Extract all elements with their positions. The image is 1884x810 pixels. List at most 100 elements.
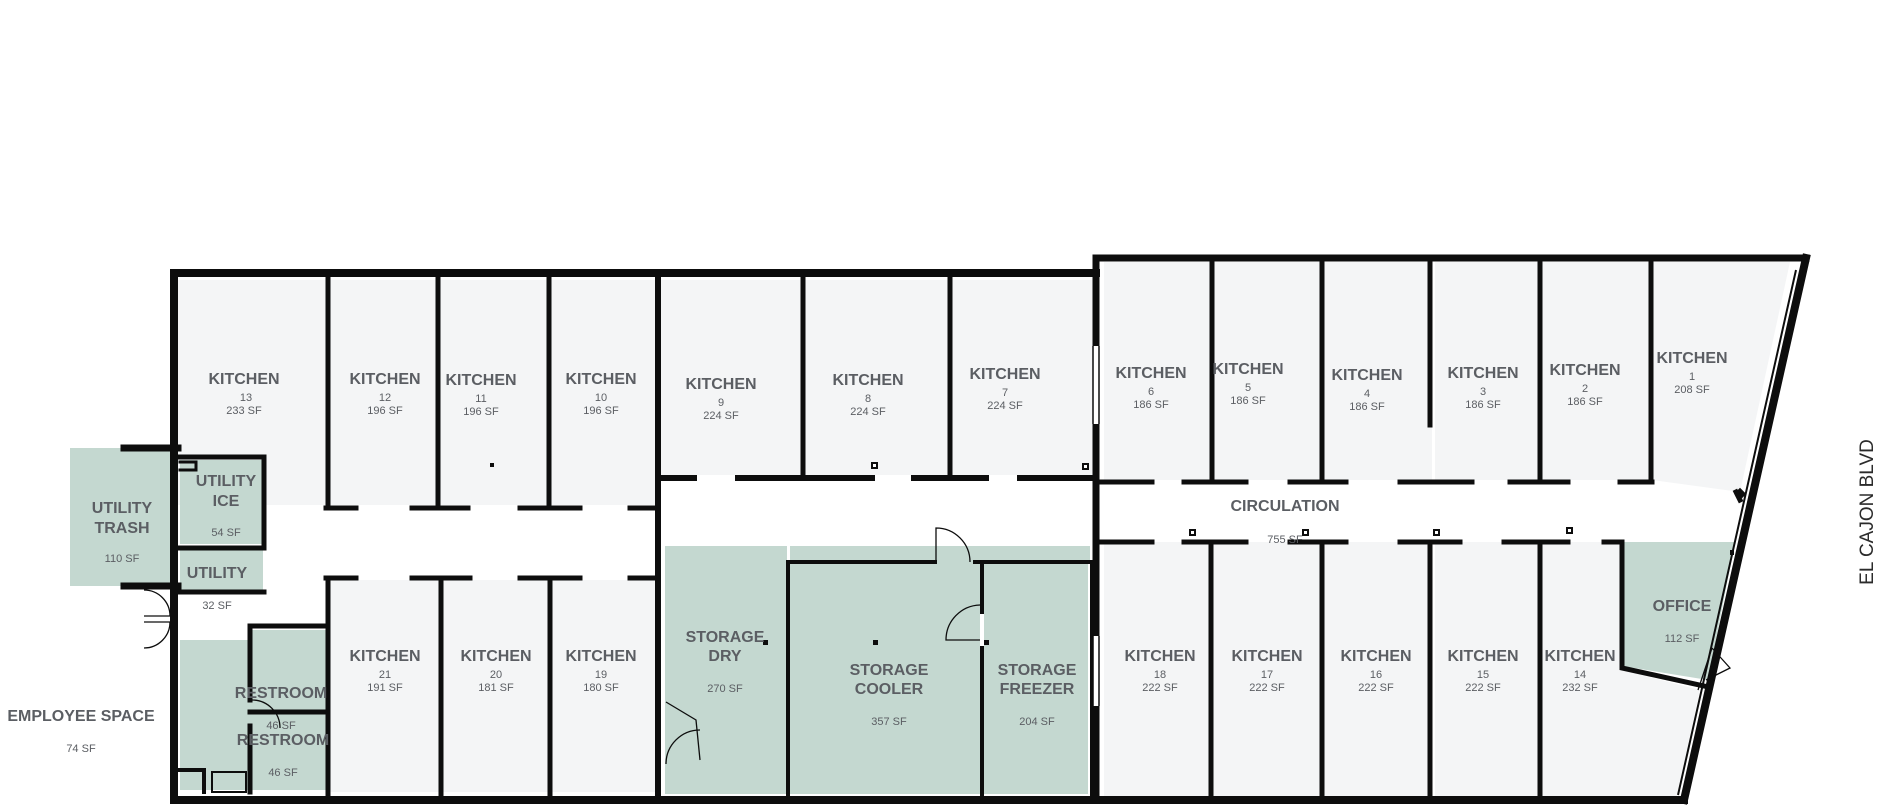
kitchen-15-label: KITCHEN 15 222 SF — [1447, 648, 1518, 694]
room-name: ICE — [213, 493, 240, 510]
room-area: 224 SF — [987, 400, 1023, 412]
room-number: 3 — [1480, 386, 1486, 398]
room-name: UTILITY — [187, 565, 248, 582]
room-area: 196 SF — [463, 406, 499, 418]
room-area: 222 SF — [1142, 682, 1178, 694]
kitchen-19-label: KITCHEN 19 180 SF — [565, 648, 636, 694]
room-name: KITCHEN — [1447, 648, 1518, 665]
room-number: 15 — [1477, 669, 1489, 681]
room-number: 4 — [1364, 388, 1370, 400]
room-area: 186 SF — [1349, 401, 1385, 413]
room-name: KITCHEN — [685, 376, 756, 393]
storage-cooler-label: STORAGE COOLER 357 SF — [850, 662, 929, 728]
room-number: 20 — [490, 669, 502, 681]
kitchen-9-label: KITCHEN 9 224 SF — [685, 376, 756, 422]
room-name: TRASH — [94, 520, 149, 537]
kitchen-10-label: KITCHEN 10 196 SF — [565, 371, 636, 417]
kitchen-7-label: KITCHEN 7 224 SF — [969, 366, 1040, 412]
kitchen-fills — [178, 262, 1790, 800]
room-area: 232 SF — [1562, 682, 1598, 694]
kitchen-3-label: KITCHEN 3 186 SF — [1447, 365, 1518, 411]
kitchen-17-label: KITCHEN 17 222 SF — [1231, 648, 1302, 694]
room-number: 14 — [1574, 669, 1586, 681]
room-area: 357 SF — [871, 716, 907, 728]
room-area: 233 SF — [226, 405, 262, 417]
room-name: STORAGE — [686, 629, 765, 646]
room-number: 12 — [379, 392, 391, 404]
room-area: 222 SF — [1358, 682, 1394, 694]
kitchen-2-label: KITCHEN 2 186 SF — [1549, 362, 1620, 408]
room-area: 46 SF — [266, 720, 296, 732]
room-area: 186 SF — [1567, 396, 1603, 408]
column-markers — [871, 462, 1573, 536]
room-number: 11 — [475, 393, 486, 405]
room-name: RESTROOM — [235, 685, 327, 702]
room-name: OFFICE — [1653, 598, 1712, 615]
kitchen-20-label: KITCHEN 20 181 SF — [460, 648, 531, 694]
room-number: 2 — [1582, 383, 1588, 395]
room-number: 13 — [240, 392, 252, 404]
walls — [120, 253, 1811, 805]
kitchen-1-label: KITCHEN 1 208 SF — [1656, 350, 1727, 396]
room-name: KITCHEN — [1331, 367, 1402, 384]
doors — [143, 527, 1732, 765]
room-area: 224 SF — [703, 410, 739, 422]
room-number: 10 — [595, 392, 607, 404]
circulation-label: CIRCULATION 755 SF — [1230, 498, 1339, 546]
utility-ice-label: UTILITY ICE 54 SF — [196, 473, 257, 539]
labels: KITCHEN 13 233 SF KITCHEN 12 196 SF KITC… — [7, 350, 1727, 779]
kitchen-16-label: KITCHEN 16 222 SF — [1340, 648, 1411, 694]
kitchen-6-label: KITCHEN 6 186 SF — [1115, 365, 1186, 411]
room-name: KITCHEN — [1544, 648, 1615, 665]
room-name: UTILITY — [196, 473, 257, 490]
room-area: 32 SF — [202, 600, 232, 612]
room-number: 7 — [1002, 387, 1008, 399]
room-name: KITCHEN — [832, 372, 903, 389]
service-fills — [70, 448, 1735, 794]
room-name: KITCHEN — [1549, 362, 1620, 379]
room-name: KITCHEN — [349, 648, 420, 665]
room-name: KITCHEN — [1231, 648, 1302, 665]
room-area: 181 SF — [478, 682, 514, 694]
room-name: KITCHEN — [565, 371, 636, 388]
room-name: FREEZER — [1000, 681, 1075, 698]
room-area: 270 SF — [707, 683, 743, 695]
room-number: 19 — [595, 669, 607, 681]
room-name: KITCHEN — [445, 372, 516, 389]
room-area: 110 SF — [105, 553, 140, 565]
room-area: 224 SF — [850, 406, 886, 418]
room-name: KITCHEN — [460, 648, 531, 665]
room-number: 16 — [1370, 669, 1382, 681]
room-name: DRY — [708, 648, 742, 665]
room-area: 54 SF — [211, 527, 241, 539]
room-area: 222 SF — [1465, 682, 1501, 694]
kitchen-14-label: KITCHEN 14 232 SF — [1544, 648, 1615, 694]
room-name: KITCHEN — [1212, 361, 1283, 378]
room-number: 1 — [1689, 371, 1695, 383]
room-area: 208 SF — [1674, 384, 1710, 396]
room-area: 196 SF — [583, 405, 619, 417]
room-area: 186 SF — [1133, 399, 1169, 411]
room-name: KITCHEN — [1656, 350, 1727, 367]
room-number: 8 — [865, 393, 871, 405]
kitchen-8-label: KITCHEN 8 224 SF — [832, 372, 903, 418]
room-area: 196 SF — [367, 405, 403, 417]
restroom-b-label: RESTROOM 46 SF — [237, 732, 329, 779]
room-name: UTILITY — [92, 500, 153, 517]
room-name: STORAGE — [850, 662, 929, 679]
room-name: KITCHEN — [1447, 365, 1518, 382]
kitchen-12-label: KITCHEN 12 196 SF — [349, 371, 420, 417]
kitchen-18-label: KITCHEN 18 222 SF — [1124, 648, 1195, 694]
room-area: 204 SF — [1019, 716, 1055, 728]
room-name: KITCHEN — [969, 366, 1040, 383]
room-name: KITCHEN — [565, 648, 636, 665]
room-area: 46 SF — [268, 767, 298, 779]
room-area: 74 SF — [66, 743, 96, 755]
utility-label: UTILITY 32 SF — [187, 565, 248, 612]
kitchen-13-label: KITCHEN 13 233 SF — [208, 371, 279, 417]
room-number: 5 — [1245, 382, 1251, 394]
room-number: 17 — [1261, 669, 1273, 681]
room-area: 222 SF — [1249, 682, 1285, 694]
room-name: EMPLOYEE SPACE — [7, 708, 155, 725]
